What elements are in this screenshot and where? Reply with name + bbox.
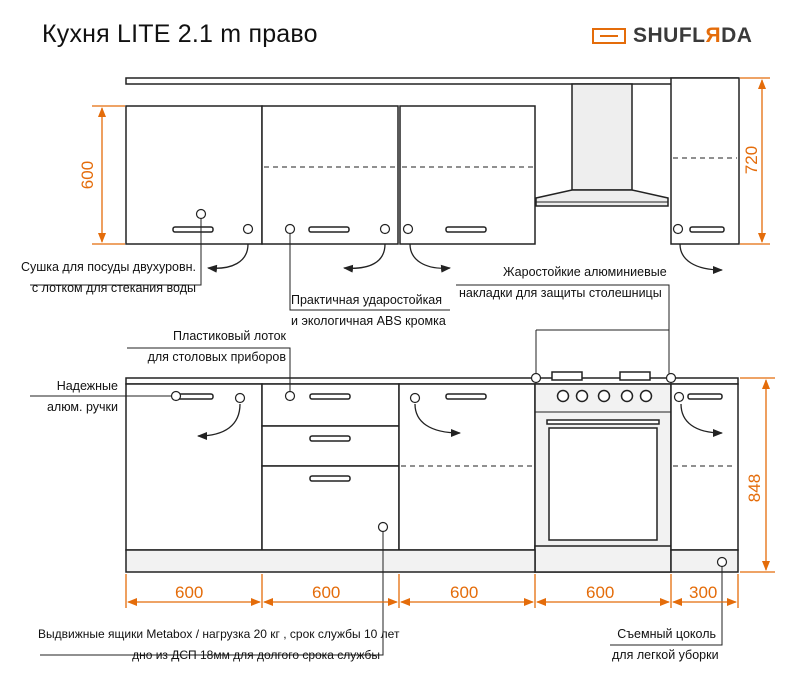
door-opening-arrows [197,243,723,440]
callout-leaders [30,214,723,656]
note-handles-line-2: алюм. ручки [46,400,118,414]
brand-logo: SHUFLЯDA [592,24,752,48]
range-hood [535,83,669,207]
note-alum-line-1: Жаростойкие алюминиевые [503,265,667,279]
dim-tall-height: 720 [742,145,761,175]
note-dryer-line-1: Сушка для посуды двухуровн. [20,260,196,274]
top-cornice [125,77,739,85]
dim-width-1: 600 [175,583,204,602]
dim-base-height: 848 [745,473,764,503]
stove [534,371,672,573]
note-drawers-line-2: дно из ДСП 18мм для долгого срока службы [132,648,380,662]
note-abs: Практичная ударостойкая и экологичная AB… [291,290,446,332]
dimension-lines [92,77,775,608]
note-handles: Надежные алюм. ручки [32,376,118,418]
note-tray-line-2: для столовых приборов [147,350,286,364]
dim-width-4: 600 [586,583,615,602]
note-drawers-line-1: Выдвижные ящики Metabox / нагрузка 20 кг… [38,627,400,641]
base-cabinet-1 [125,383,263,551]
dim-width-3: 600 [450,583,479,602]
note-tray: Пластиковый лоток для столовых приборов [126,326,286,368]
note-dryer: Сушка для посуды двухуровн. с лотком для… [18,257,196,299]
note-plinth: Съемный цоколь для легкой уборки [612,624,719,666]
upper-cabinet-1 [125,105,263,245]
upper-cabinet-corner [670,77,740,245]
dim-width-2: 600 [312,583,341,602]
logo-icon [592,28,626,44]
note-alum-strips: Жаростойкие алюминиевые накладки для защ… [459,262,667,304]
base-cabinet-3 [398,383,536,551]
note-abs-line-2: и экологичная ABS кромка [291,314,446,328]
upper-cabinet-3 [399,105,536,245]
note-handles-line-1: Надежные [56,379,118,393]
base-cabinet-drawers [261,383,400,551]
diagram-title: Кухня LITE 2.1 m право [42,20,318,48]
note-plinth-line-2: для легкой уборки [612,648,719,662]
note-dryer-line-2: с лотком для стекания воды [31,281,196,295]
dim-width-5: 300 [689,583,718,602]
upper-cabinet-2 [261,105,399,245]
logo-text: SHUFLЯDA [633,24,753,47]
plinth [125,549,739,573]
note-alum-line-2: накладки для защиты столешницы [459,286,662,300]
note-tray-line-1: Пластиковый лоток [173,329,286,343]
note-plinth-line-1: Съемный цоколь [617,627,716,641]
note-abs-line-1: Практичная ударостойкая [291,293,443,307]
dim-upper-height: 600 [78,160,97,190]
note-drawers: Выдвижные ящики Metabox / нагрузка 20 кг… [38,624,400,666]
callout-dots [170,208,728,568]
